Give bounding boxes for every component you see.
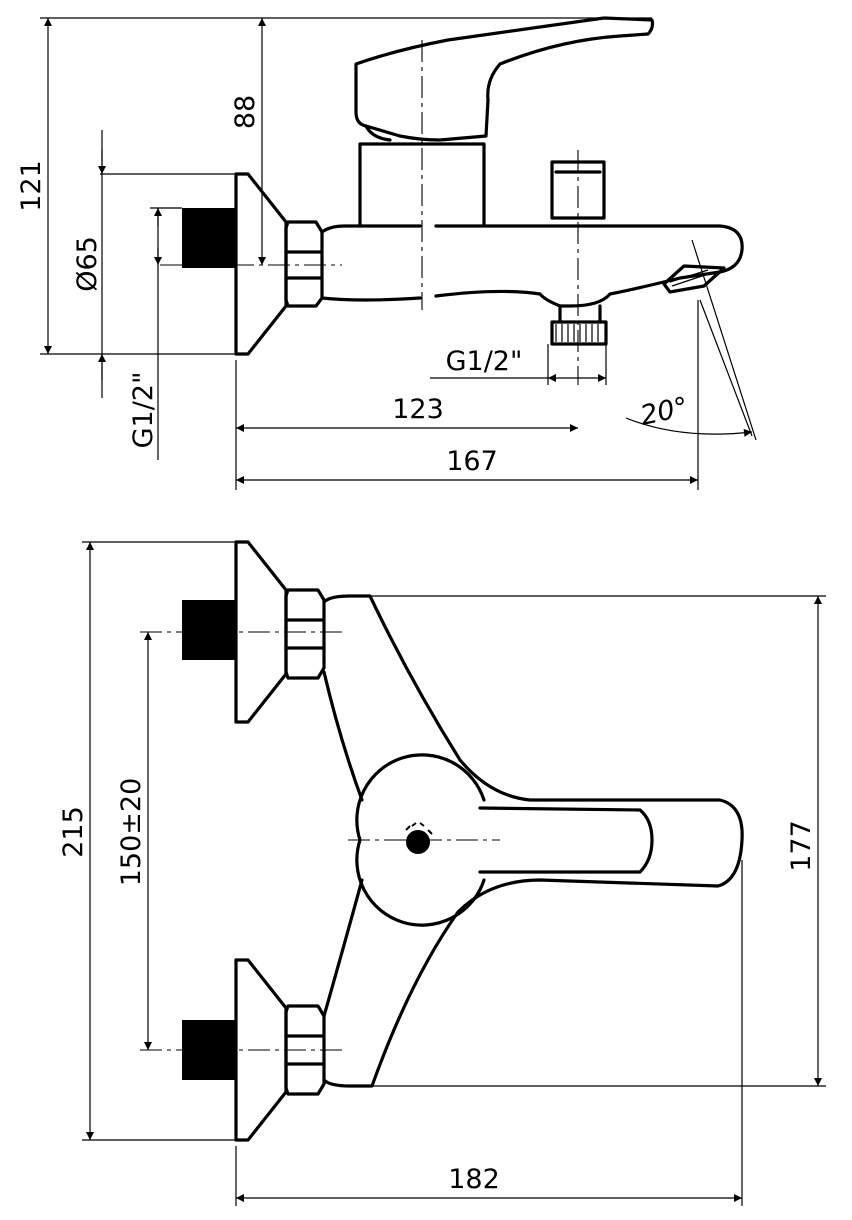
- dim-88-label: 88: [230, 95, 261, 129]
- dim-angle-arc: [625, 417, 753, 437]
- side-lever: [354, 16, 655, 142]
- dim-inlet-thread-label: G1/2": [128, 372, 159, 449]
- top-cartridge-circle: [355, 753, 486, 927]
- brand-logo-icon: [405, 822, 433, 854]
- side-outlet-thread: [550, 320, 608, 346]
- top-upper-nut: [284, 588, 326, 680]
- top-lower-nut: [284, 1004, 326, 1096]
- dim-angle-label: 20°: [638, 392, 691, 432]
- top-body: [322, 594, 744, 1088]
- side-inlet-thread: [182, 208, 236, 268]
- top-lever: [478, 806, 654, 874]
- dim-121-label: 121: [16, 160, 47, 212]
- side-cartridge-body: [358, 142, 486, 226]
- dim-215-label: 215: [58, 806, 89, 858]
- side-aerator: [662, 264, 726, 294]
- top-upper-thread: [182, 600, 236, 660]
- side-hex-nut: [284, 220, 324, 308]
- side-body-spout: [320, 224, 744, 308]
- dim-outlet-thread-label: G1/2": [446, 346, 523, 377]
- dim-182-label: 182: [448, 1164, 500, 1195]
- top-view: 215 150±20 177 182: [58, 540, 826, 1206]
- side-wall-flange: [234, 172, 288, 356]
- side-view: 121 88 Ø65 G1/2" G1/2" 123 167 20°: [16, 16, 757, 490]
- dim-spacing-label: 150±20: [116, 778, 147, 887]
- dim-123-label: 123: [392, 394, 444, 425]
- dim-167-label: 167: [446, 446, 498, 477]
- dim-diameter-label: Ø65: [72, 236, 103, 292]
- dim-177-label: 177: [786, 820, 817, 872]
